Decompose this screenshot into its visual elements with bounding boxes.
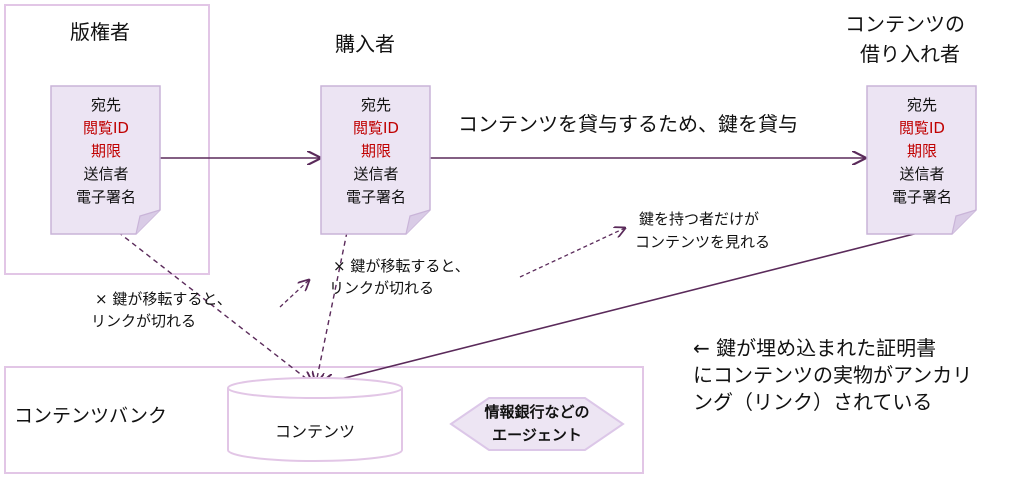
content-label: コンテンツ — [274, 422, 355, 441]
lend-label: コンテンツを貸与するため、鍵を貸与 — [458, 112, 798, 136]
borrower-label-line2: 借り入れ者 — [860, 42, 960, 66]
agent-diamond — [449, 397, 625, 451]
borrower-label-line1: コンテンツの — [845, 12, 965, 36]
anchor-line-borrower — [321, 232, 919, 384]
author-frame — [4, 4, 210, 275]
cert-view-id: 閲覧ID — [353, 119, 399, 137]
anchor-line-buyer — [316, 231, 348, 383]
certificate-author-text: 宛先 閲覧ID 期限 送信者 電子署名 — [50, 94, 162, 209]
note-mid-line1: × 鍵が移転すると、 — [333, 257, 470, 275]
legend-line1: ← 鍵が埋め込まれた証明書 — [693, 336, 937, 360]
note-left-line2: リンクが切れる — [91, 312, 197, 330]
note-mid-line2: リンクが切れる — [329, 279, 435, 297]
agent-label-line2: エージェント — [492, 426, 582, 444]
cert-signature: 電子署名 — [345, 188, 406, 206]
cert-dest: 宛先 — [360, 96, 391, 114]
note-key-line2: コンテンツを見れる — [635, 233, 771, 251]
cert-dest: 宛先 — [906, 96, 937, 114]
cert-signature: 電子署名 — [75, 188, 136, 206]
cert-sender: 送信者 — [899, 165, 945, 183]
certificate-buyer — [320, 85, 431, 235]
note-key-line1: 鍵を持つ者だけが — [639, 210, 760, 228]
note-left-line1: × 鍵が移転すると、 — [95, 290, 232, 308]
cert-signature: 電子署名 — [891, 188, 952, 206]
cert-period: 期限 — [906, 142, 937, 160]
content-database-icon — [227, 377, 403, 462]
cert-period: 期限 — [360, 142, 391, 160]
author-label: 版権者 — [70, 20, 130, 44]
cert-sender: 送信者 — [353, 165, 399, 183]
buyer-label: 購入者 — [335, 32, 395, 56]
certificate-borrower-text: 宛先 閲覧ID 期限 送信者 電子署名 — [866, 94, 978, 209]
certificate-buyer-text: 宛先 閲覧ID 期限 送信者 電子署名 — [320, 94, 432, 209]
certificate-author — [50, 85, 161, 235]
agent-label-line1: 情報銀行などの — [484, 403, 590, 421]
legend-line3: ング（リンク）されている — [693, 390, 933, 414]
cert-view-id: 閲覧ID — [899, 119, 945, 137]
cert-period: 期限 — [90, 142, 121, 160]
legend-line2: にコンテンツの実物がアンカリ — [693, 363, 973, 387]
content-bank-frame — [4, 366, 644, 474]
content-bank-label: コンテンツバンク — [14, 405, 167, 427]
cert-sender: 送信者 — [83, 165, 129, 183]
anchor-line-author — [117, 231, 312, 383]
cert-dest: 宛先 — [90, 96, 121, 114]
certificate-borrower — [866, 85, 977, 235]
dash-arrow-left-note — [279, 280, 309, 308]
cert-view-id: 閲覧ID — [83, 119, 129, 137]
dash-arrow-mid-note — [519, 228, 625, 278]
